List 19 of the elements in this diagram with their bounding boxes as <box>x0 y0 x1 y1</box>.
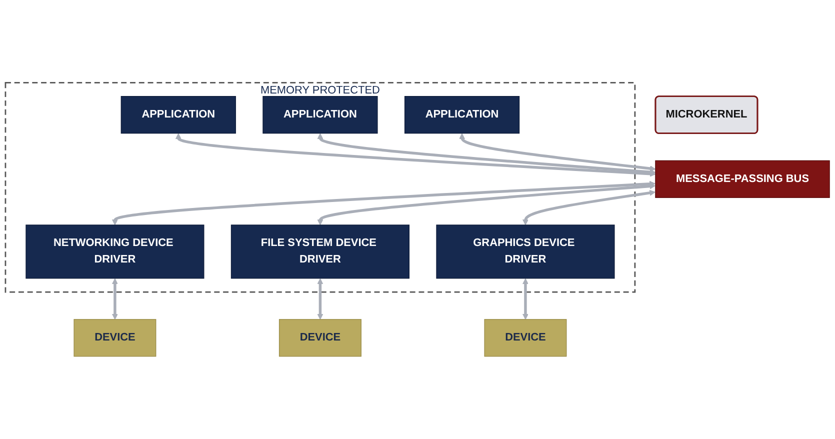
node-box: DEVICE <box>484 319 567 357</box>
arrow <box>112 278 118 320</box>
node-box: NETWORKING DEVICE DRIVER <box>26 224 204 279</box>
node-box: APPLICATION <box>404 96 520 134</box>
node-box: DEVICE <box>278 319 362 357</box>
arrow <box>112 180 656 226</box>
arrow <box>317 278 324 320</box>
node-box: APPLICATION <box>120 96 236 134</box>
node-box: FILE SYSTEM DEVICE DRIVER <box>230 224 410 279</box>
node-box: MESSAGE-PASSING BUS <box>655 160 830 198</box>
arrow <box>459 133 656 172</box>
arrow <box>175 133 656 177</box>
node-box: GRAPHICS DEVICE DRIVER <box>436 224 615 279</box>
arrow <box>317 183 656 226</box>
node-box: APPLICATION <box>262 96 378 134</box>
arrow <box>317 133 656 176</box>
node-box: DEVICE <box>74 319 156 357</box>
arrow <box>522 190 656 226</box>
arrow <box>522 278 528 320</box>
